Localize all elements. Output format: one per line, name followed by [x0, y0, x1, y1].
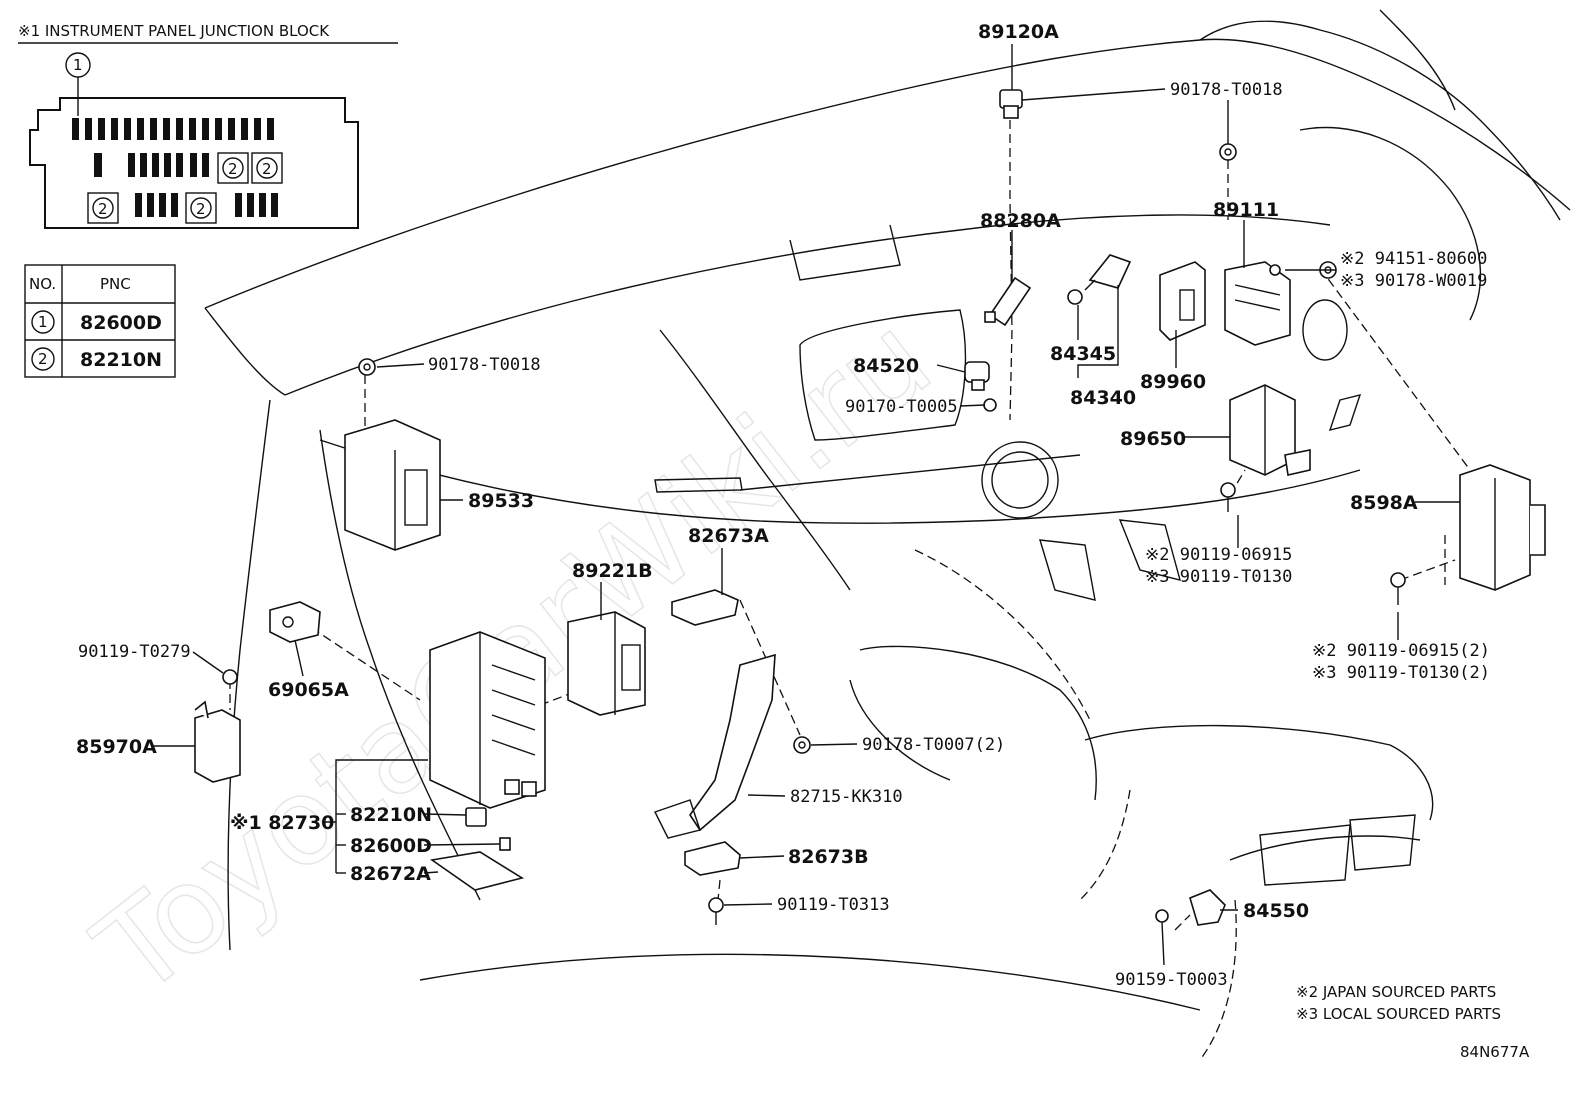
dashboard-outline — [204, 9, 1571, 1011]
part-90178-T0007-nut — [793, 736, 811, 754]
label-90178-T0007: 90178-T0007(2) — [862, 735, 1005, 755]
leader-lines — [152, 44, 1460, 911]
label-90119-T0130: ※3 90119-T0130 — [1145, 567, 1292, 587]
part-89960-module — [1159, 261, 1206, 341]
pnc-header-no: NO. — [29, 275, 56, 293]
label-89650: 89650 — [1120, 428, 1186, 450]
label-90119-06915: ※2 90119-06915 — [1145, 545, 1292, 565]
pnc-table — [24, 264, 176, 378]
part-8598A-ecu — [1459, 464, 1546, 591]
label-90119-T0279: 90119-T0279 — [78, 642, 191, 662]
relay-callout-2d: 2 — [196, 200, 206, 218]
label-82673B: 82673B — [788, 846, 869, 868]
pnc-row-2-no: 2 — [38, 350, 48, 368]
fuse-slots — [72, 118, 278, 217]
label-85970A: 85970A — [76, 736, 157, 758]
label-90170-T0005: 90170-T0005 — [845, 397, 958, 417]
label-69065A: 69065A — [268, 679, 349, 701]
label-90178-T0018-left: 90178-T0018 — [428, 355, 541, 375]
part-90119-T0279-bolt — [222, 669, 238, 685]
part-84550-switch — [1189, 889, 1226, 926]
pnc-row-1-pnc: 82600D — [80, 312, 162, 334]
label-82715-KK310: 82715-KK310 — [790, 787, 903, 807]
label-82730: ※1 82730 — [230, 812, 334, 834]
label-88280A: 88280A — [980, 210, 1061, 232]
part-89120A-clip — [999, 89, 1023, 119]
label-89221B: 89221B — [572, 560, 653, 582]
note-japan-sourced: ※2 JAPAN SOURCED PARTS — [1296, 983, 1496, 1001]
relay-slots — [87, 152, 283, 224]
part-82673B-bracket — [684, 841, 741, 876]
pnc-header-pnc: PNC — [100, 275, 131, 293]
label-90119-06915-2: ※2 90119-06915(2) — [1312, 641, 1490, 661]
part-69065A-unit — [269, 601, 321, 643]
relay-callout-2c: 2 — [98, 200, 108, 218]
part-82600D-fuse — [499, 837, 511, 851]
part-89221B-module — [567, 611, 646, 716]
part-89650-ecu — [1229, 384, 1311, 476]
label-89111: 89111 — [1213, 199, 1279, 221]
pnc-row-2-pnc: 82210N — [80, 349, 162, 371]
label-89960: 89960 — [1140, 371, 1206, 393]
part-90178-T0018-top-nut — [1219, 143, 1237, 161]
part-84345-switch — [1084, 254, 1132, 291]
part-82673A-bracket — [671, 589, 739, 626]
label-89120A: 89120A — [978, 21, 1059, 43]
part-82210N-relay — [465, 807, 487, 827]
note-local-sourced: ※3 LOCAL SOURCED PARTS — [1296, 1005, 1501, 1023]
label-82673A: 82673A — [688, 525, 769, 547]
part-82715-KK310-bracket — [654, 653, 776, 839]
label-82210N: 82210N — [350, 804, 432, 826]
label-8598A: 8598A — [1350, 492, 1418, 514]
part-90119-06915-2-bolt — [1390, 572, 1406, 605]
label-90178-W0019: ※3 90178-W0019 — [1340, 271, 1487, 291]
part-90178-T0018-left-nut — [358, 358, 376, 376]
part-90170-nut — [983, 398, 997, 412]
part-84520-sensor — [964, 361, 990, 391]
relay-callout-2b: 2 — [262, 160, 272, 178]
label-90178-T0018-top: 90178-T0018 — [1170, 80, 1283, 100]
diagram-code: 84N677A — [1460, 1043, 1530, 1061]
label-84550: 84550 — [1243, 900, 1309, 922]
label-82672A: 82672A — [350, 863, 431, 885]
junction-block-outline — [29, 52, 359, 229]
label-89533: 89533 — [468, 490, 534, 512]
label-94151-80600: ※2 94151-80600 — [1340, 249, 1487, 269]
part-89533-ecu — [344, 419, 441, 551]
part-88280A-bulb — [984, 276, 1032, 327]
junction-callout-1: 1 — [73, 56, 83, 74]
relay-callout-2a: 2 — [228, 160, 238, 178]
part-90159-T0003-screw — [1155, 909, 1169, 966]
label-84340: 84340 — [1070, 387, 1136, 409]
part-90119-T0313-bolt — [708, 897, 724, 925]
label-82600D: 82600D — [350, 835, 432, 857]
part-85970A-unit — [194, 700, 241, 783]
part-90119-06915-bolt — [1220, 482, 1236, 512]
part-82730-junction-block — [429, 631, 546, 809]
pnc-row-1-no: 1 — [38, 313, 48, 331]
part-84345-clip — [1067, 289, 1083, 305]
label-90159-T0003: 90159-T0003 — [1115, 970, 1228, 990]
part-89111-unit — [1224, 261, 1291, 346]
label-84345: 84345 — [1050, 343, 1116, 365]
part-82672A-cover — [429, 851, 525, 891]
label-90119-T0130-2: ※3 90119-T0130(2) — [1312, 663, 1490, 683]
junction-block-title: ※1 INSTRUMENT PANEL JUNCTION BLOCK — [18, 22, 330, 40]
label-90119-T0313: 90119-T0313 — [777, 895, 890, 915]
label-84520: 84520 — [853, 355, 919, 377]
